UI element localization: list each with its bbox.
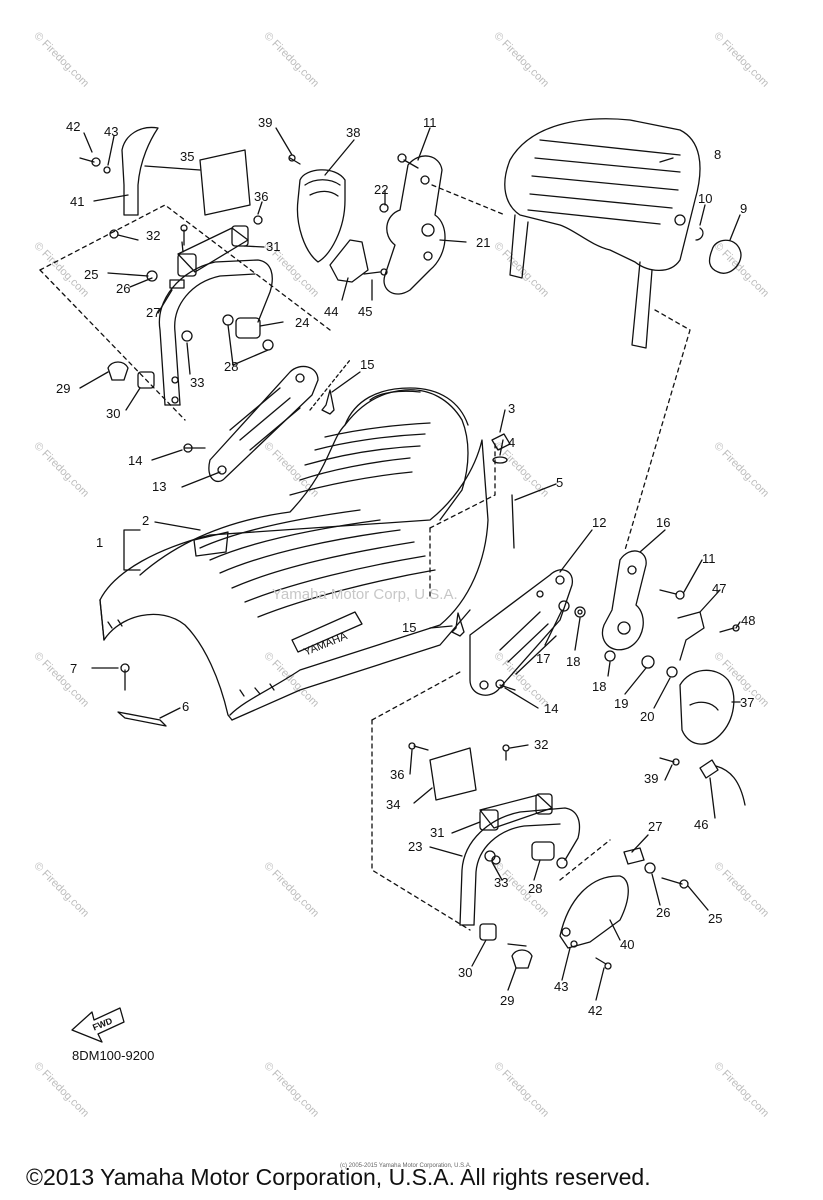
watermark-center: Yamaha Motor Corp, U.S.A. bbox=[272, 586, 458, 603]
part-label-1: 1 bbox=[96, 535, 104, 550]
tiny-copyright: (c) 2005-2015 Yamaha Motor Corporation, … bbox=[340, 1163, 472, 1169]
part-label-33-lower: 33 bbox=[494, 875, 509, 890]
clip-10 bbox=[695, 227, 704, 241]
part-label-26-lower: 26 bbox=[656, 905, 671, 920]
part-label-36: 36 bbox=[254, 189, 269, 204]
cover-37 bbox=[679, 669, 735, 745]
part-label-15-top: 15 bbox=[360, 357, 375, 372]
part-2-cover bbox=[193, 531, 229, 557]
part-label-39-lower: 39 bbox=[644, 771, 659, 786]
part-label-22: 22 bbox=[374, 182, 389, 197]
part-label-45: 45 bbox=[358, 304, 373, 319]
diagram-code: 8DM100-9200 bbox=[72, 1048, 155, 1063]
hinge-21 bbox=[379, 153, 446, 295]
part-label-43-lower: 43 bbox=[554, 979, 569, 994]
left-rail-group bbox=[39, 126, 331, 421]
part-label-48: 48 bbox=[741, 613, 756, 628]
part-label-35: 35 bbox=[180, 149, 195, 164]
part-label-11-right: 11 bbox=[702, 551, 716, 566]
part-label-32: 32 bbox=[146, 228, 161, 243]
part-label-33: 33 bbox=[190, 375, 205, 390]
part-label-27: 27 bbox=[146, 305, 161, 320]
part-label-10: 10 bbox=[698, 191, 713, 206]
part-label-27-lower: 27 bbox=[648, 819, 663, 834]
part-label-46: 46 bbox=[694, 817, 709, 832]
part-label-14-right: 14 bbox=[544, 701, 559, 716]
part-label-47: 47 bbox=[712, 581, 727, 596]
seat-assembly bbox=[99, 387, 496, 721]
part-label-32-lower: 32 bbox=[534, 737, 549, 752]
part-label-29: 29 bbox=[56, 381, 71, 396]
part-label-20: 20 bbox=[640, 709, 655, 724]
part-label-21: 21 bbox=[476, 235, 491, 250]
part-label-31-lower: 31 bbox=[430, 825, 445, 840]
part-label-31: 31 bbox=[266, 239, 281, 254]
part-label-17: 17 bbox=[536, 651, 551, 666]
washer-18 bbox=[574, 606, 586, 618]
part-label-16: 16 bbox=[656, 515, 671, 530]
washer-17 bbox=[558, 600, 570, 612]
part-label-9: 9 bbox=[740, 201, 748, 216]
screw-15-top bbox=[321, 389, 335, 415]
part-label-40: 40 bbox=[620, 937, 635, 952]
leader-lines bbox=[79, 127, 741, 1001]
part-label-11: 11 bbox=[423, 115, 437, 130]
part-label-25: 25 bbox=[84, 267, 99, 282]
backrest bbox=[504, 118, 701, 349]
part-46 bbox=[699, 759, 746, 806]
part-label-29-lower: 29 bbox=[500, 993, 515, 1008]
part-label-14-left: 14 bbox=[128, 453, 143, 468]
nut-3 bbox=[491, 433, 511, 451]
part-label-28: 28 bbox=[224, 359, 239, 374]
knob-9 bbox=[708, 239, 742, 274]
part-label-28-lower: 28 bbox=[528, 881, 543, 896]
part-label-12: 12 bbox=[592, 515, 607, 530]
part-label-26: 26 bbox=[116, 281, 131, 296]
part-label-2: 2 bbox=[142, 513, 150, 528]
part-label-30-lower: 30 bbox=[458, 965, 473, 980]
part-44 bbox=[329, 239, 369, 283]
part-label-39: 39 bbox=[258, 115, 273, 130]
washer-4 bbox=[492, 456, 508, 464]
part-label-4: 4 bbox=[508, 435, 516, 450]
part-6 bbox=[117, 711, 167, 727]
part-label-13: 13 bbox=[152, 479, 167, 494]
part-label-6: 6 bbox=[182, 699, 190, 714]
seat-brand: YAMAHA bbox=[302, 630, 349, 658]
part-label-18-lower: 18 bbox=[592, 679, 607, 694]
part-label-37: 37 bbox=[740, 695, 755, 710]
part-label-30: 30 bbox=[106, 406, 121, 421]
part-label-25-lower: 25 bbox=[708, 911, 723, 926]
screw-15-right bbox=[451, 612, 465, 637]
part-label-42-lower: 42 bbox=[588, 1003, 603, 1018]
part-label-41: 41 bbox=[70, 194, 85, 209]
fwd-label: FWD bbox=[91, 1015, 114, 1032]
part-label-38: 38 bbox=[346, 125, 361, 140]
fwd-arrow-icon bbox=[71, 1007, 125, 1043]
part-label-24: 24 bbox=[295, 315, 310, 330]
bracket-12 bbox=[469, 569, 573, 696]
part-label-44: 44 bbox=[324, 304, 339, 319]
copyright-notice: ©2013 Yamaha Motor Corporation, U.S.A. A… bbox=[26, 1164, 651, 1190]
part-label-5: 5 bbox=[556, 475, 564, 490]
part-label-36-lower: 36 bbox=[390, 767, 405, 782]
hinge-16 bbox=[601, 550, 647, 651]
part-label-18-upper: 18 bbox=[566, 654, 581, 669]
part-label-19: 19 bbox=[614, 696, 629, 711]
part-label-3: 3 bbox=[508, 401, 516, 416]
part-label-43: 43 bbox=[104, 124, 119, 139]
part-label-34: 34 bbox=[386, 797, 401, 812]
part-label-7: 7 bbox=[70, 661, 78, 676]
part-label-8: 8 bbox=[714, 147, 722, 162]
right-rail-group bbox=[371, 671, 689, 970]
part-label-15-right: 15 bbox=[402, 620, 417, 635]
part-47 bbox=[677, 611, 705, 661]
part-label-42: 42 bbox=[66, 119, 81, 134]
rod-5 bbox=[511, 494, 515, 549]
cover-38 bbox=[296, 169, 346, 263]
part-label-23: 23 bbox=[408, 839, 423, 854]
